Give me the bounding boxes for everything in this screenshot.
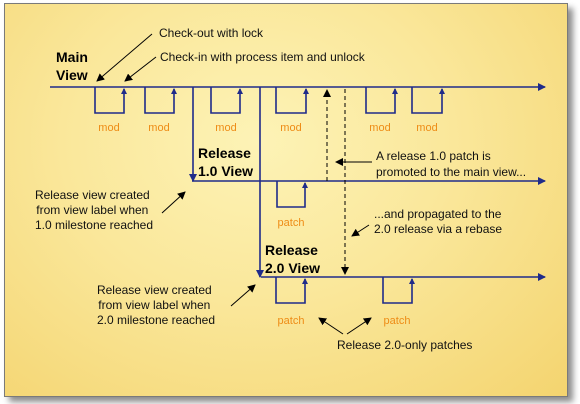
release-2-0-title: Release 2.0 View <box>265 242 322 276</box>
release-2-only-callout: Release 2.0-only patches <box>337 338 472 352</box>
diagram-panel <box>4 3 568 397</box>
main-view-title: Main View <box>56 49 92 83</box>
mod-tag: mod <box>416 122 437 134</box>
patch-loop-2-0-a <box>275 277 308 304</box>
mod-loop-2 <box>144 87 177 114</box>
patch-tag: patch <box>278 315 305 327</box>
mod-tag: mod <box>280 122 301 134</box>
propagated-callout: ...and propagated to the 2.0 release via… <box>374 207 505 236</box>
mod-loop-4 <box>275 87 309 114</box>
patch-loop-2-0-b <box>382 277 415 304</box>
patch-loop-1-0 <box>276 181 308 208</box>
release-1-created-pointer <box>161 191 186 214</box>
checkout-pointer <box>96 33 153 82</box>
checkout-callout: Check-out with lock <box>159 26 264 40</box>
mod-loop-6 <box>411 87 445 114</box>
checkin-pointer <box>124 56 157 82</box>
mod-loop-5 <box>365 87 398 114</box>
release-2-only-pointer-left <box>318 317 344 335</box>
release-2-only-pointer-right <box>346 317 372 335</box>
propagate-pointer <box>351 224 370 237</box>
patch-promoted-callout: A release 1.0 patch is promoted to the m… <box>376 149 526 179</box>
mod-loop-1 <box>94 87 127 114</box>
mod-loop-3 <box>210 87 243 114</box>
mod-tag: mod <box>369 122 390 134</box>
patch-tag: patch <box>278 217 305 229</box>
release-1-created-callout: Release view created from view label whe… <box>35 188 153 232</box>
mod-tag: mod <box>148 122 169 134</box>
patch-tag: patch <box>384 315 411 327</box>
mod-tag: mod <box>215 122 236 134</box>
mod-tag: mod <box>98 122 119 134</box>
release-1-0-title: Release 1.0 View <box>198 145 255 179</box>
checkin-callout: Check-in with process item and unlock <box>160 50 366 64</box>
release-2-created-pointer <box>230 284 256 307</box>
release-2-created-callout: Release view created from view label whe… <box>97 283 215 327</box>
